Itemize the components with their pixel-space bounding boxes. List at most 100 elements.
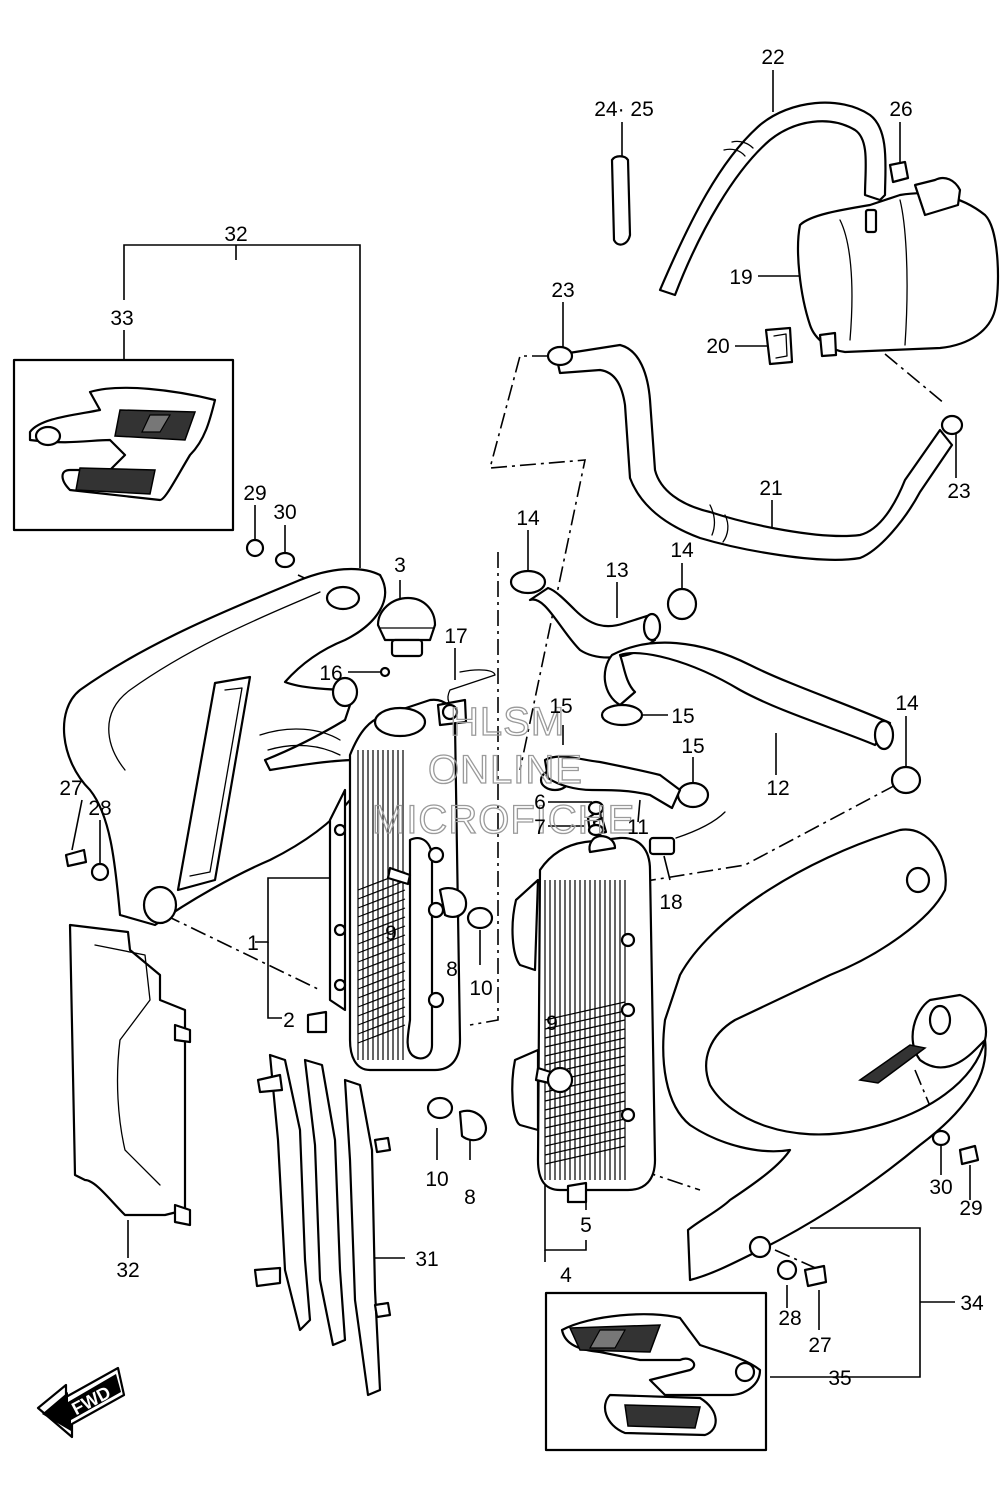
- callout-6: 6: [534, 791, 546, 814]
- callout-17: 17: [444, 625, 467, 648]
- callout-24-25: 24· 25: [594, 98, 654, 121]
- callout-21: 21: [759, 477, 782, 500]
- radiator-fin-shade: [357, 1015, 406, 1035]
- radiator-fin-shade: [544, 1118, 626, 1138]
- radiator-fin-shade: [357, 961, 406, 981]
- radiator-fin-shade: [544, 1019, 626, 1039]
- radiator-fin-shade: [357, 880, 406, 900]
- radiator-fin-shade: [357, 934, 406, 954]
- callout-3: 3: [394, 554, 406, 577]
- radiator-fin-shade: [544, 1010, 626, 1030]
- radiator-fin-shade: [544, 1136, 626, 1156]
- radiator-fin-shade: [544, 1082, 626, 1102]
- right-radiator-shroud: [662, 828, 988, 1282]
- radiator-fin-shade: [357, 907, 406, 927]
- callout-33: 33: [110, 307, 133, 330]
- radiator-fin-shade: [544, 1091, 626, 1111]
- callout-10-upper: 10: [469, 977, 492, 1000]
- radiator-fin-shade: [357, 943, 406, 963]
- callout-1: 1: [247, 932, 259, 955]
- callout-35: 35: [828, 1367, 851, 1390]
- callout-5: 5: [580, 1214, 592, 1237]
- fwd-arrow-badge: FWD: [36, 1366, 126, 1439]
- callout-9-right: 9: [546, 1012, 558, 1035]
- callout-11: 11: [627, 816, 649, 839]
- callout-29-right: 29: [959, 1197, 982, 1220]
- radiator-fin-shade: [544, 1145, 626, 1165]
- radiator-fin-shade: [544, 1127, 626, 1147]
- callout-23-right: 23: [947, 480, 970, 503]
- callout-4: 4: [560, 1264, 572, 1287]
- callout-26: 26: [889, 98, 912, 121]
- left-radiator: [306, 698, 462, 1072]
- radiator-fin-shade: [357, 979, 406, 999]
- callout-23-left: 23: [551, 279, 574, 302]
- radiator-fin-shade: [357, 988, 406, 1008]
- callout-19: 19: [729, 266, 752, 289]
- callout-30-left: 30: [273, 501, 296, 524]
- callout-14-right: 14: [895, 692, 919, 715]
- callout-15-right: 15: [681, 735, 704, 758]
- callout-10-lower: 10: [425, 1168, 448, 1191]
- radiator-fin-shade: [357, 970, 406, 990]
- radiator-fin-shade: [544, 1001, 626, 1021]
- radiator-fin-shade: [357, 952, 406, 972]
- reservoir-tank: [764, 176, 1000, 366]
- clip-5: [566, 1181, 588, 1204]
- callout-2: 2: [283, 1009, 295, 1032]
- callout-30-right: 30: [929, 1176, 952, 1199]
- radiator-louver-31: [253, 1053, 392, 1397]
- radiator-fin-shade: [357, 997, 406, 1017]
- radiator-guard-32: [68, 923, 192, 1227]
- radiator-fin-shade: [357, 916, 406, 936]
- radiator-fin-shade: [544, 1046, 626, 1066]
- callout-18: 18: [659, 891, 682, 914]
- callout-12: 12: [766, 777, 789, 800]
- callout-7: 7: [534, 816, 546, 839]
- radiator-fin-shade: [357, 925, 406, 945]
- callout-28-left: 28: [88, 797, 111, 820]
- radiator-fin-shade: [544, 1037, 626, 1057]
- callout-31: 31: [415, 1248, 438, 1271]
- left-radiator-shroud: [62, 567, 387, 927]
- watermark-line-1: HLSM: [450, 700, 565, 744]
- callout-27-right: 27: [808, 1334, 831, 1357]
- radiator-fin-shade: [544, 1028, 626, 1048]
- watermark-line-3: MICROFICHE: [372, 798, 635, 842]
- left-radiator-fins: [357, 750, 406, 1060]
- callout-labels: 1 2 3 4 5 6 7 8 8 9 9 10 10 11 12 13 14 …: [59, 46, 984, 1390]
- watermark-line-2: ONLINE: [428, 748, 583, 792]
- callout-16: 16: [319, 662, 342, 685]
- temperature-sensor-17: [436, 669, 496, 727]
- callout-15-middle: 15: [671, 705, 694, 728]
- callout-14-left: 14: [516, 507, 540, 530]
- radiator-fin-shade: [357, 1024, 406, 1044]
- radiator-fin-shade: [357, 889, 406, 909]
- watermark: HLSM ONLINE MICROFICHE: [371, 699, 635, 842]
- callout-32-bottom: 32: [116, 1259, 139, 1282]
- callout-32-top: 32: [224, 223, 247, 246]
- callout-13: 13: [605, 559, 628, 582]
- radiator-fin-shade: [544, 1109, 626, 1129]
- callout-28-right: 28: [778, 1307, 801, 1330]
- hoses: [528, 101, 954, 751]
- callout-9-left: 9: [385, 922, 397, 945]
- clip-2: [306, 1010, 328, 1034]
- radiator-fin-shade: [357, 898, 406, 918]
- callout-15-left: 15: [549, 695, 572, 718]
- leader-lines: [71, 70, 971, 1378]
- decal-35-box: [544, 1291, 768, 1452]
- callout-22: 22: [761, 46, 784, 69]
- small-hose-11-switch-18: [543, 755, 726, 856]
- decal-33-box: [12, 358, 235, 532]
- callout-20: 20: [706, 335, 729, 358]
- callout-8-upper: 8: [446, 958, 458, 981]
- radiator-fin-shade: [544, 1100, 626, 1120]
- callout-8-lower: 8: [464, 1186, 476, 1209]
- fasteners: [64, 538, 980, 1288]
- callout-14-middle: 14: [670, 539, 694, 562]
- radiator-cap: [376, 596, 437, 678]
- callout-27-left: 27: [59, 777, 82, 800]
- right-radiator: [511, 808, 657, 1204]
